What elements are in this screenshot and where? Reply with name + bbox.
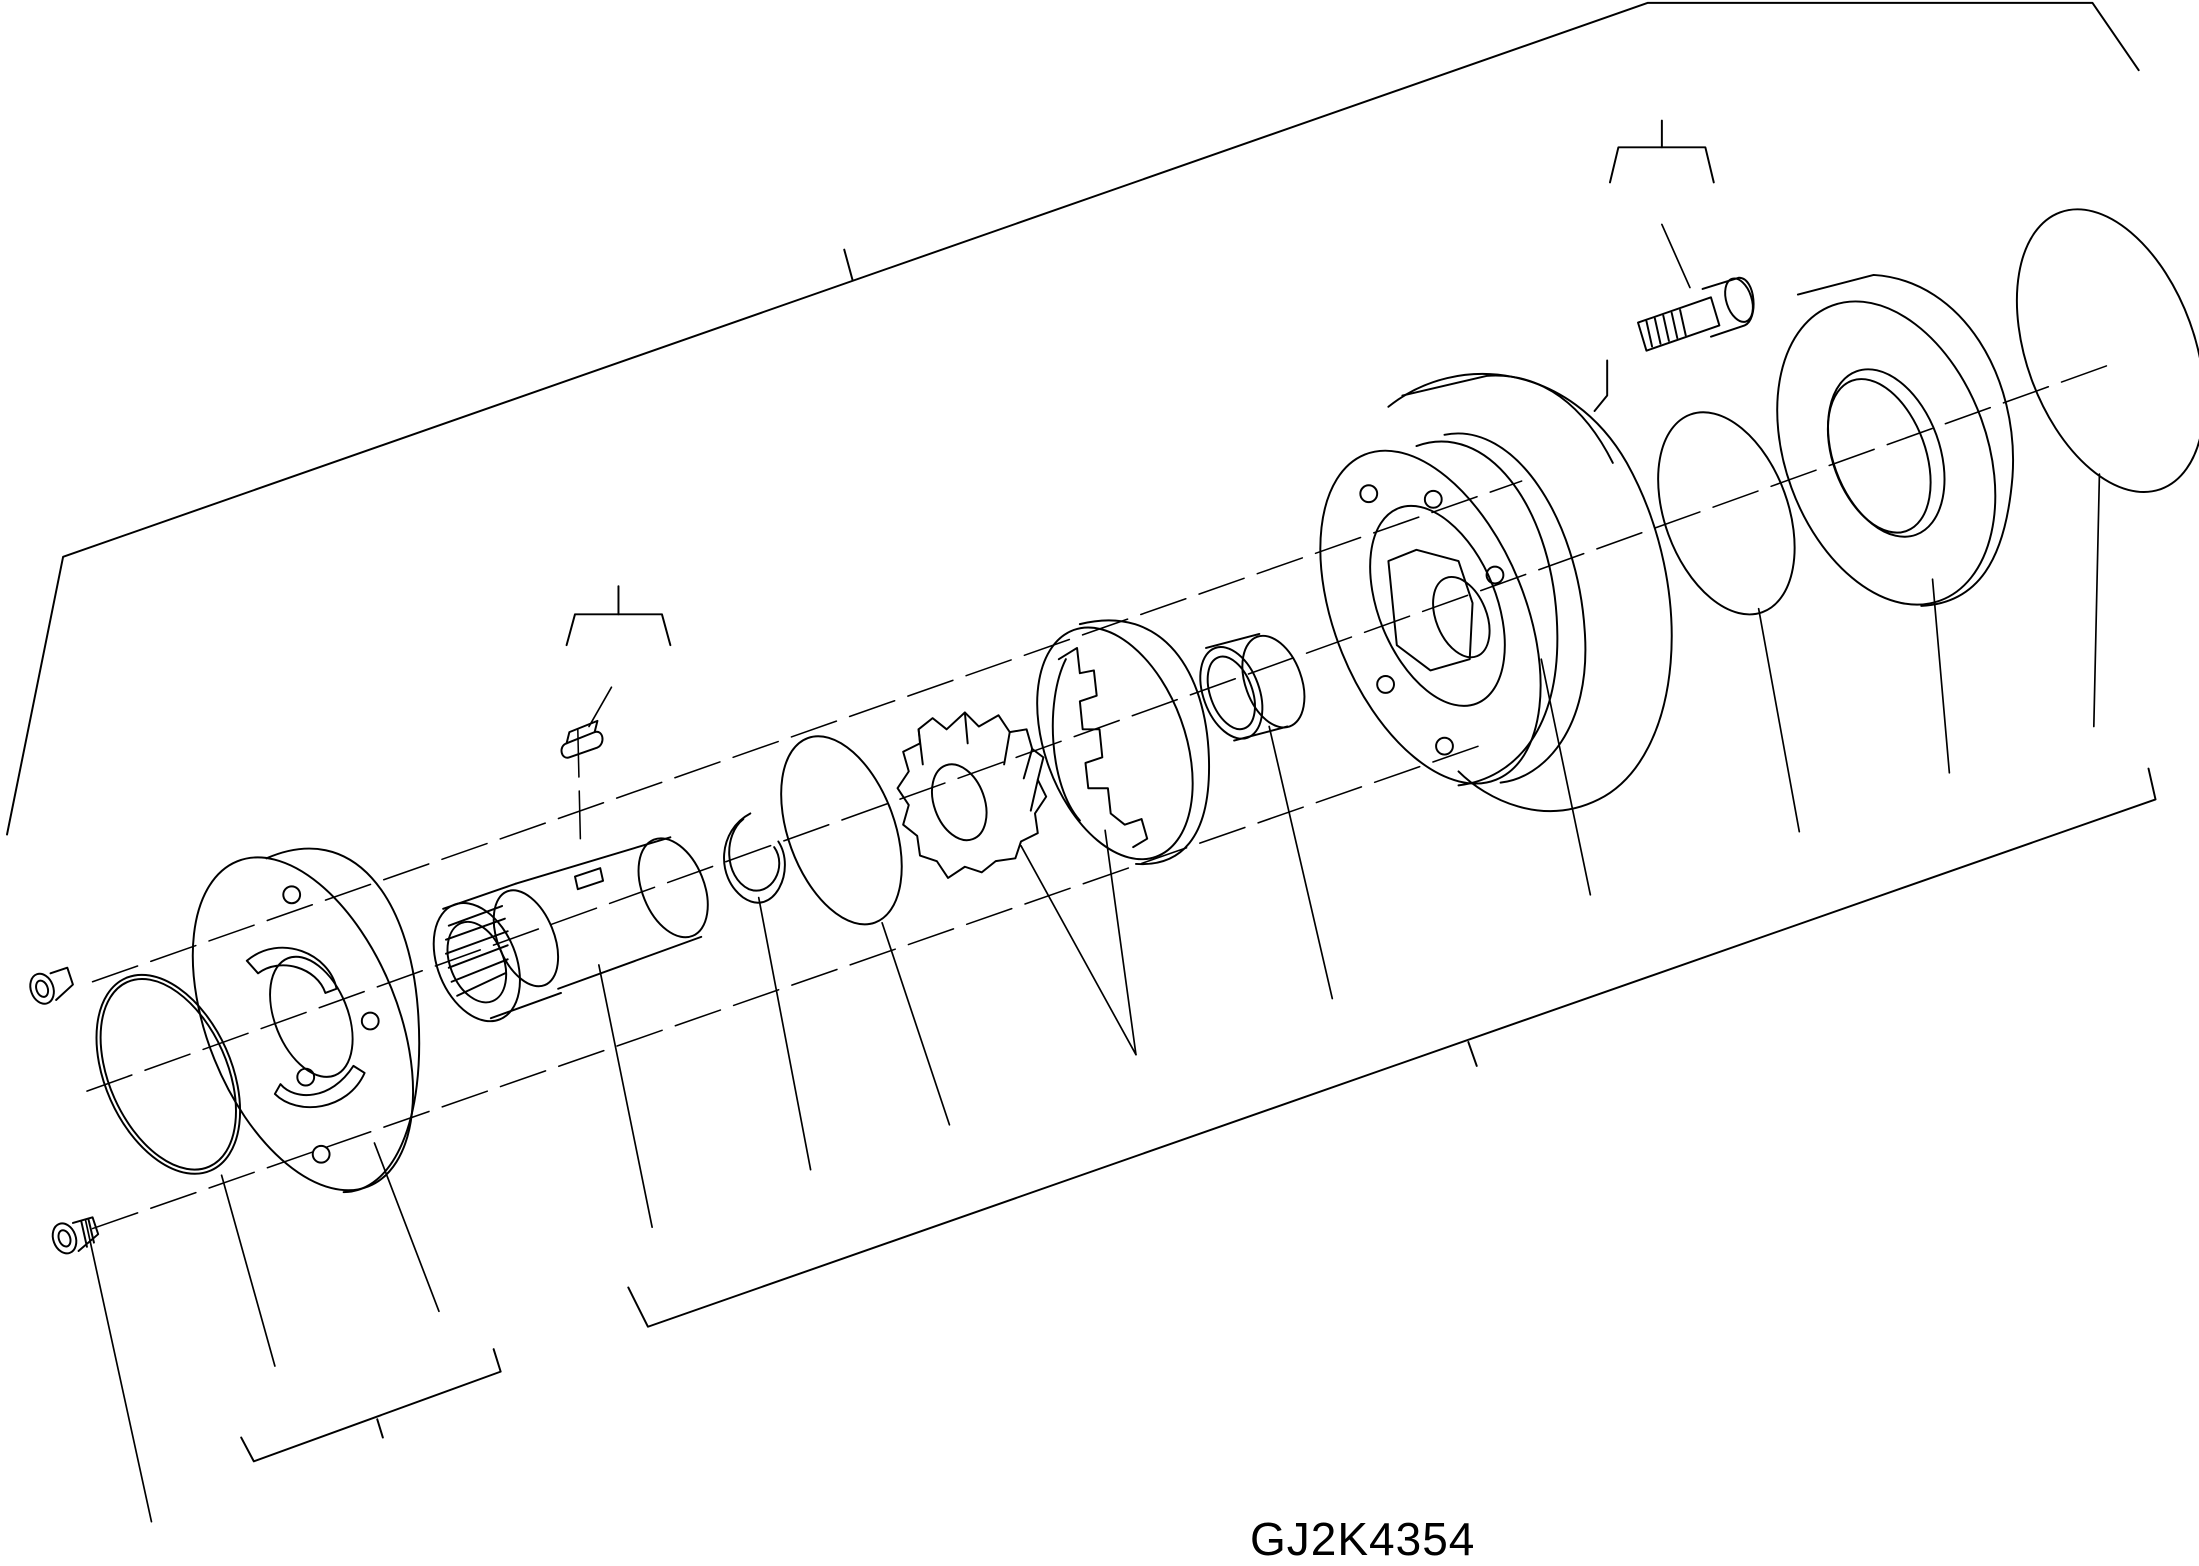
bottom-left-bracket xyxy=(240,1348,502,1463)
center-lines xyxy=(86,361,2119,1230)
o-ring-left xyxy=(95,973,242,1175)
pump-housing xyxy=(1319,372,1673,813)
end-disc xyxy=(2015,208,2199,493)
drive-shaft xyxy=(432,836,709,1023)
wear-plate xyxy=(780,735,903,926)
bushing xyxy=(1199,632,1306,742)
bolt-bracket xyxy=(1593,119,1715,412)
leader-lines xyxy=(84,223,2101,1523)
end-cover-plate xyxy=(191,847,421,1194)
shaft-seal xyxy=(1776,273,2015,607)
top-assembly-bracket xyxy=(6,1,2140,836)
screw-lower xyxy=(51,1216,100,1255)
gasket xyxy=(1657,411,1796,616)
key-bracket xyxy=(565,585,672,647)
gerotor-outer-ring xyxy=(1036,619,1210,866)
woodruff-key xyxy=(560,719,604,759)
drawing-id-label: GJ2K4354 xyxy=(1250,1513,1476,1565)
screw-upper xyxy=(29,966,74,1005)
bottom-assembly-bracket xyxy=(627,767,2157,1328)
cap-screw xyxy=(1637,276,1755,352)
snap-ring xyxy=(723,812,786,904)
gerotor-inner-gear xyxy=(896,711,1048,879)
